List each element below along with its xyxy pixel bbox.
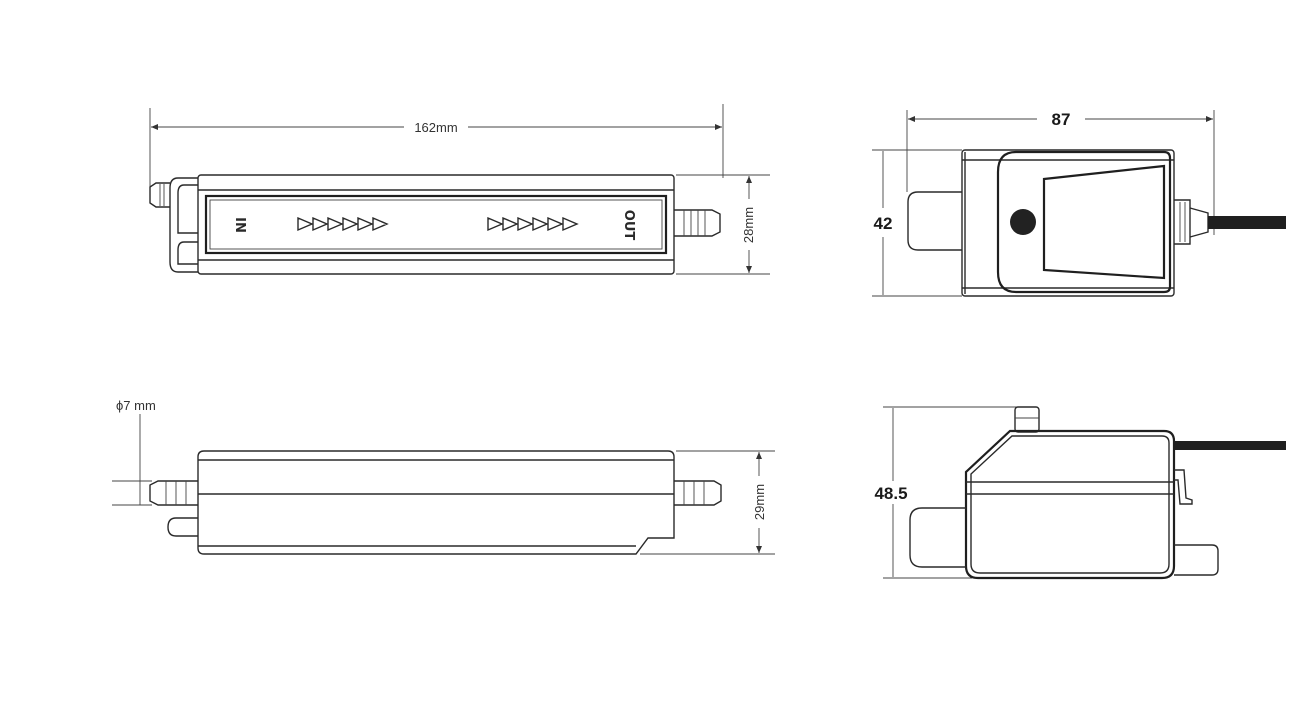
hose-diameter-dimension: ϕ7 mm [116,398,156,413]
side-view: ϕ7 mm 29mm [112,398,775,555]
flow-arrows-right [487,216,579,232]
end-width-dimension: 87 [1052,110,1071,129]
inlet-hose-barb [149,182,170,208]
side-height-48-dimension: 48.5 [874,484,907,503]
end-view: 87 42 [872,110,1286,297]
end-view-face [1042,164,1166,280]
end-height-dimension: 42 [874,214,893,233]
end-view-housing [961,149,1175,297]
label-panel [204,194,668,255]
length-dimension: 162mm [414,120,457,135]
elevation-housing [964,429,1176,580]
outlet-hose-barb [674,209,721,237]
inlet-label: IN [232,217,247,233]
indicator-dot-icon [1010,209,1036,235]
elevation-power-cable [1174,441,1286,450]
cable-gland [1174,199,1209,245]
side-view-body [197,450,675,555]
outlet-label: OUT [621,210,636,241]
flow-arrows-left [297,216,389,232]
top-view-body [197,174,675,275]
side-height-dimension: 29mm [752,484,767,520]
top-height-dimension: 28mm [741,207,756,243]
top-view: 162mm IN OUT [149,104,770,275]
power-cable [1208,216,1286,229]
elevation-view: 48.5 [874,406,1286,580]
